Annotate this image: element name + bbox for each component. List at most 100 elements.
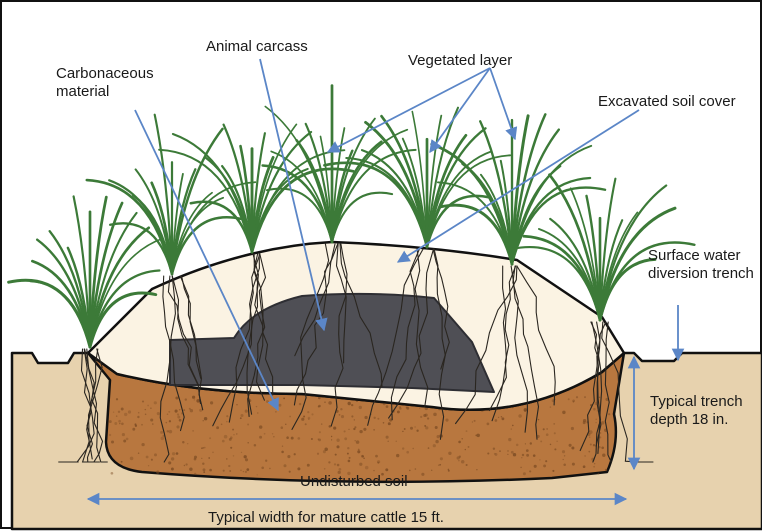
typical-width-label: Typical width for mature cattle 15 ft. (208, 509, 444, 527)
soil-speckle (134, 423, 136, 425)
soil-speckle (414, 426, 415, 427)
vegetated-arrow-1 (328, 68, 490, 152)
soil-speckle (507, 450, 508, 451)
soil-speckle (502, 417, 505, 420)
soil-speckle (147, 405, 149, 407)
soil-speckle (297, 437, 300, 440)
soil-speckle (189, 467, 192, 470)
soil-speckle (593, 444, 595, 446)
soil-speckle (132, 428, 135, 431)
soil-speckle (335, 454, 337, 456)
soil-speckle (588, 451, 590, 453)
soil-speckle (340, 408, 342, 410)
soil-speckle (508, 438, 511, 441)
vegetated-arrow-2 (430, 68, 490, 152)
soil-speckle (175, 410, 178, 413)
soil-speckle (307, 411, 309, 413)
soil-speckle (275, 398, 276, 399)
soil-speckle (572, 463, 575, 466)
soil-speckle (385, 468, 388, 471)
soil-speckle (121, 461, 123, 463)
soil-speckle (406, 451, 409, 454)
soil-speckle (247, 442, 249, 444)
soil-speckle (299, 403, 301, 405)
soil-speckle (264, 433, 266, 435)
soil-speckle (121, 408, 124, 411)
soil-speckle (119, 423, 121, 425)
soil-speckle (348, 429, 349, 430)
soil-speckle (241, 414, 244, 417)
soil-speckle (583, 465, 586, 468)
soil-speckle (291, 437, 294, 440)
soil-speckle (419, 407, 420, 408)
soil-speckle (545, 460, 547, 462)
soil-speckle (476, 434, 479, 437)
soil-speckle (317, 453, 319, 455)
soil-speckle (572, 400, 575, 403)
soil-speckle (562, 411, 565, 414)
soil-speckle (123, 440, 126, 443)
soil-speckle (334, 463, 336, 465)
soil-speckle (594, 463, 595, 464)
soil-speckle (111, 472, 114, 475)
soil-speckle (435, 426, 438, 429)
soil-speckle (203, 471, 205, 473)
soil-speckle (236, 404, 237, 405)
soil-speckle (493, 448, 495, 450)
soil-speckle (339, 468, 342, 471)
soil-speckle (550, 406, 551, 407)
soil-speckle (166, 422, 167, 423)
grass-tuft-icon (432, 114, 605, 264)
soil-speckle (487, 452, 489, 454)
soil-speckle (266, 400, 269, 403)
soil-speckle (552, 470, 554, 472)
soil-speckle (388, 422, 391, 425)
soil-speckle (194, 456, 197, 459)
grass-blade (252, 169, 308, 252)
soil-speckle (319, 431, 321, 433)
soil-speckle (349, 457, 351, 459)
soil-speckle (522, 454, 524, 456)
soil-speckle (229, 470, 231, 472)
soil-speckle (351, 415, 353, 417)
carbonaceous-material-label: Carbonaceous material (56, 65, 176, 101)
soil-speckle (172, 452, 175, 455)
soil-speckle (331, 436, 332, 437)
soil-speckle (518, 414, 521, 417)
soil-speckle (109, 420, 112, 423)
soil-speckle (311, 438, 313, 440)
soil-speckle (374, 417, 376, 419)
soil-speckle (457, 456, 460, 459)
soil-speckle (377, 418, 379, 420)
soil-speckle (204, 417, 207, 420)
soil-speckle (194, 399, 195, 400)
soil-speckle (402, 447, 404, 449)
soil-speckle (289, 416, 291, 418)
soil-speckle (458, 460, 459, 461)
soil-speckle (364, 416, 367, 419)
soil-speckle (122, 433, 125, 436)
soil-speckle (445, 419, 448, 422)
soil-speckle (404, 428, 406, 430)
soil-speckle (386, 405, 389, 408)
soil-speckle (157, 412, 160, 415)
soil-speckle (145, 414, 147, 416)
soil-speckle (254, 444, 257, 447)
soil-speckle (562, 450, 565, 453)
soil-speckle (498, 417, 499, 418)
soil-speckle (303, 416, 305, 418)
soil-speckle (546, 428, 547, 429)
soil-speckle (396, 454, 399, 457)
vegetated-arrow-3 (490, 68, 515, 139)
soil-speckle (151, 459, 153, 461)
soil-speckle (221, 423, 223, 425)
soil-speckle (383, 422, 385, 424)
soil-speckle (466, 430, 468, 432)
soil-speckle (223, 470, 225, 472)
soil-speckle (539, 459, 540, 460)
soil-speckle (494, 453, 496, 455)
soil-speckle (282, 445, 283, 446)
soil-speckle (601, 446, 604, 449)
soil-speckle (182, 441, 184, 443)
